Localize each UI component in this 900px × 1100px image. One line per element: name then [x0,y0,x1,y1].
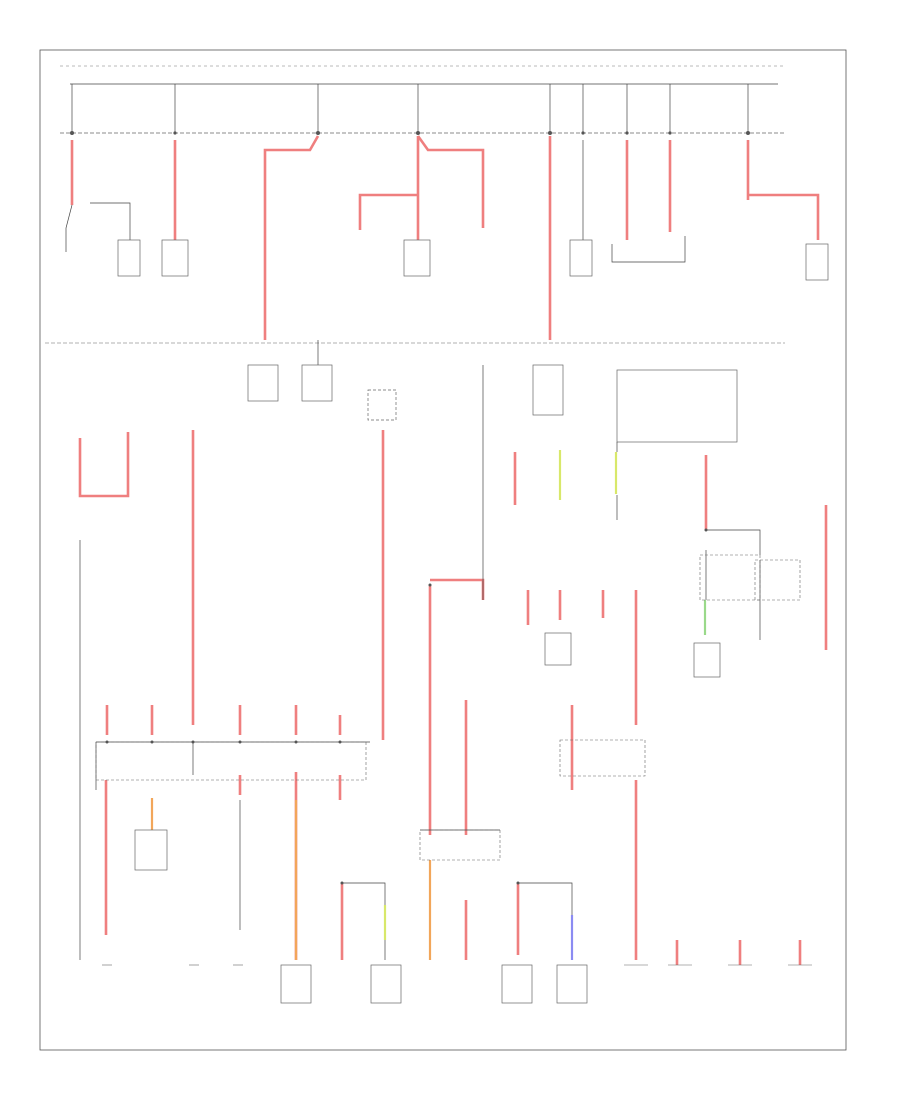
upper-ground-wires [65,140,686,365]
lower-fuse-panel [95,554,801,861]
left-lower-wires [78,430,385,960]
mid-switches [247,364,738,443]
left-lower-ground [79,540,386,960]
junction-dots [105,528,708,885]
top-fuse-markers [70,131,750,135]
right-mid-wires [428,452,828,965]
top-fuse-row [71,84,749,133]
lower-components [134,632,721,1004]
upper-components [117,239,829,281]
upper-power-wires [70,135,820,340]
diagram-frame [39,49,847,1051]
right-mid-ground [420,365,761,915]
main-power-bus [45,83,785,344]
